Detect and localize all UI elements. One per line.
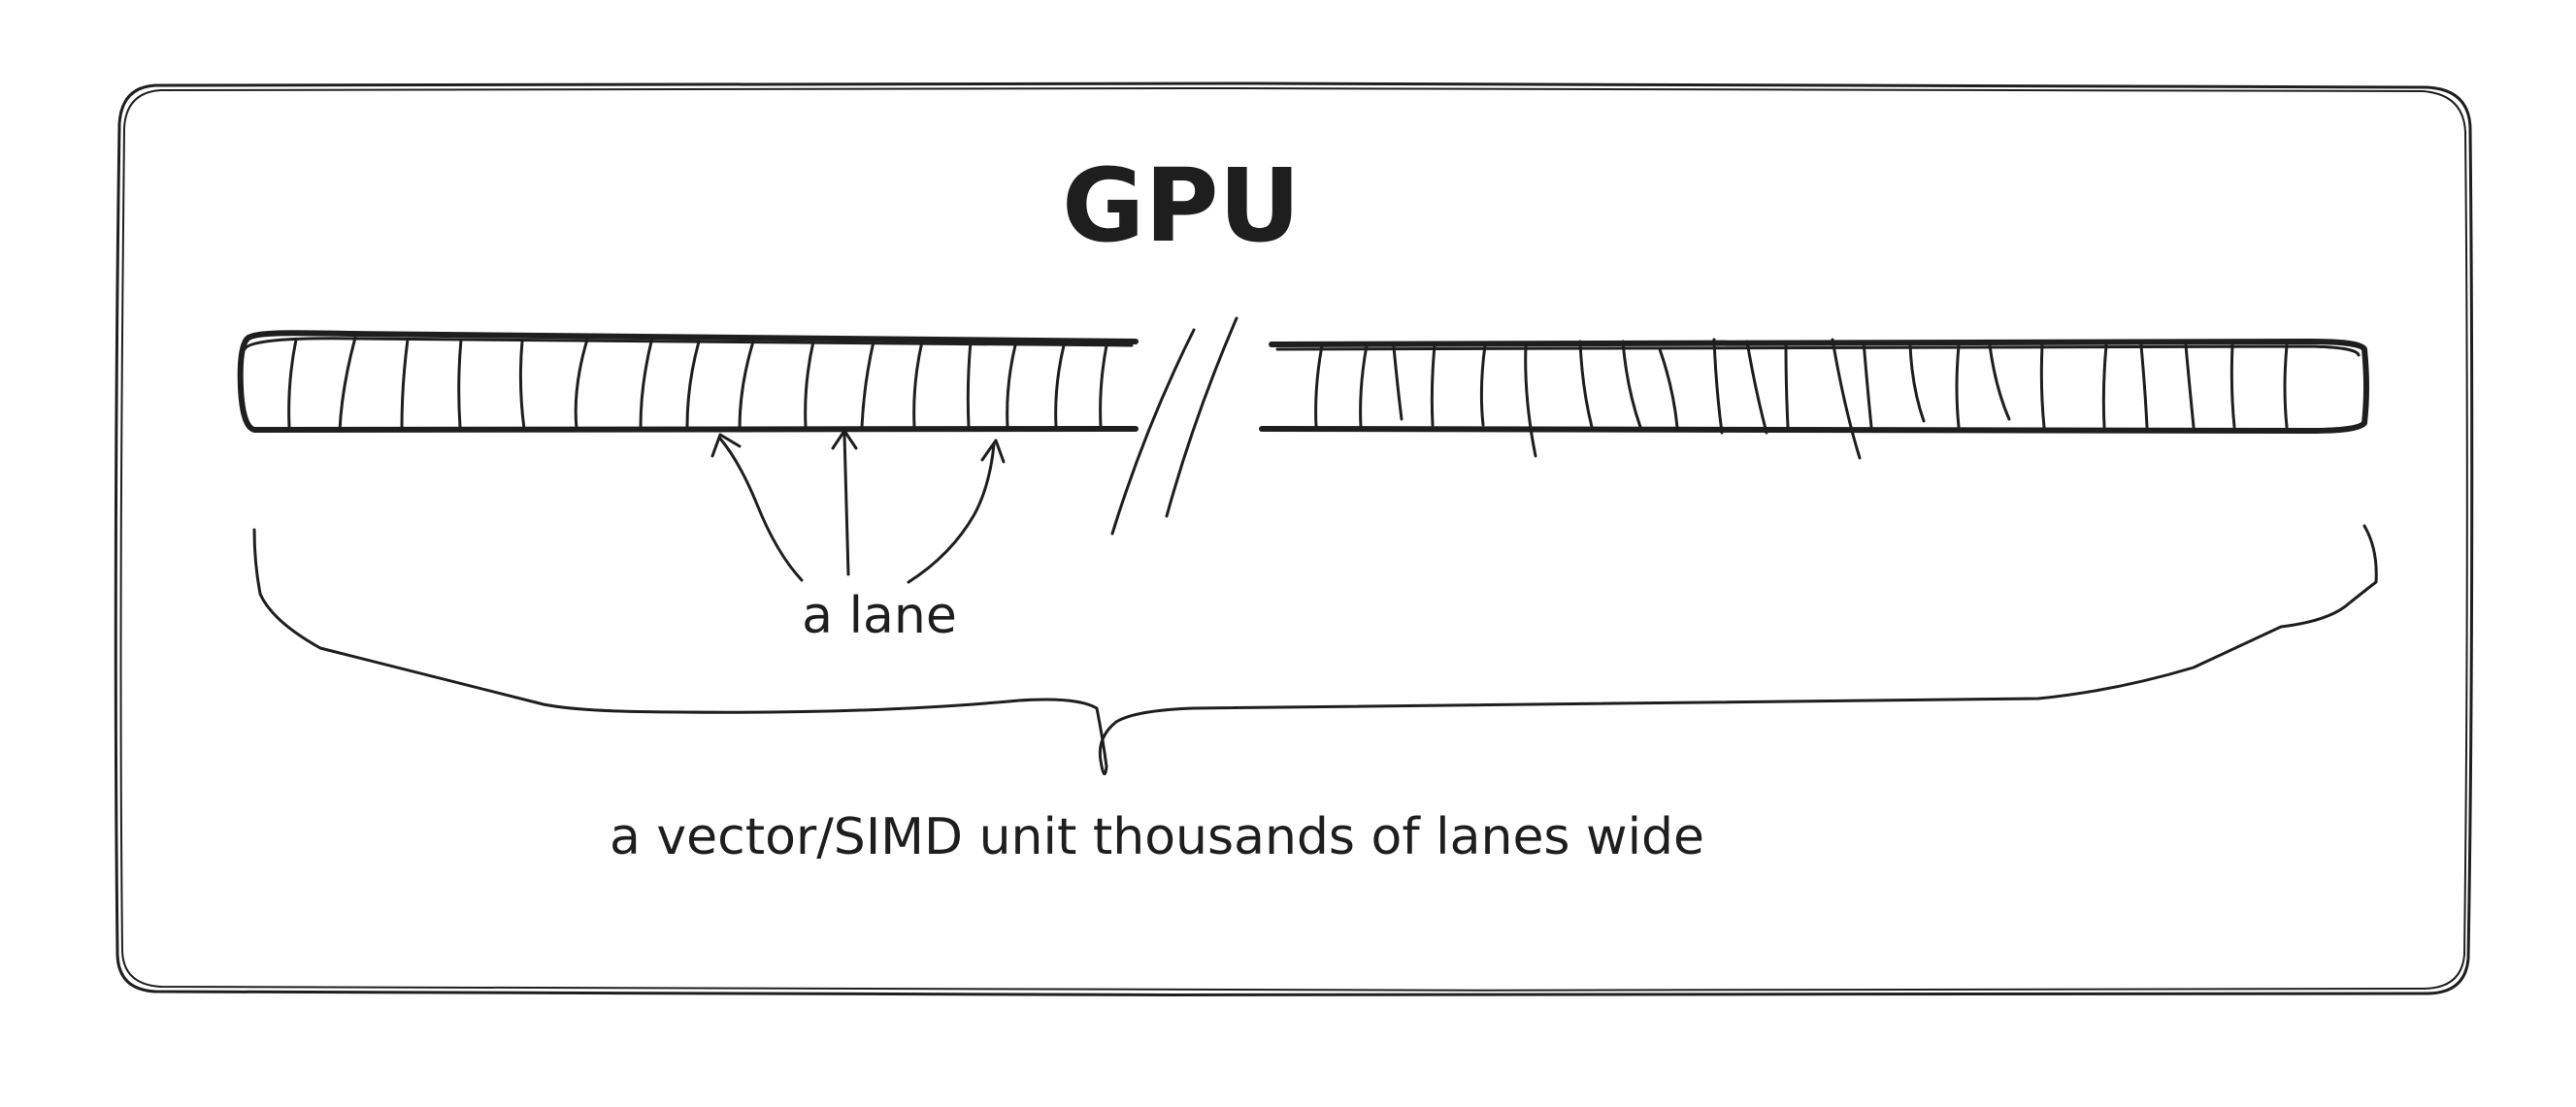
lane-arrows — [710, 429, 1006, 584]
lane-arrow-left — [718, 437, 804, 582]
break-marks — [1110, 316, 1238, 536]
unit-label: a vector/SIMD unit thousands of lanes wi… — [610, 808, 1704, 866]
lane-dividers-right — [1314, 338, 2289, 460]
lane-arrow-right — [907, 442, 996, 584]
unit-brace — [252, 524, 2378, 776]
lane-label: a lane — [802, 587, 957, 645]
lane-dividers-left — [287, 336, 1108, 433]
lane-bar-left — [237, 330, 1139, 433]
lane-bar-right — [1259, 338, 2369, 460]
lane-arrow-middle — [842, 433, 850, 576]
diagram-title: GPU — [1062, 147, 1301, 265]
